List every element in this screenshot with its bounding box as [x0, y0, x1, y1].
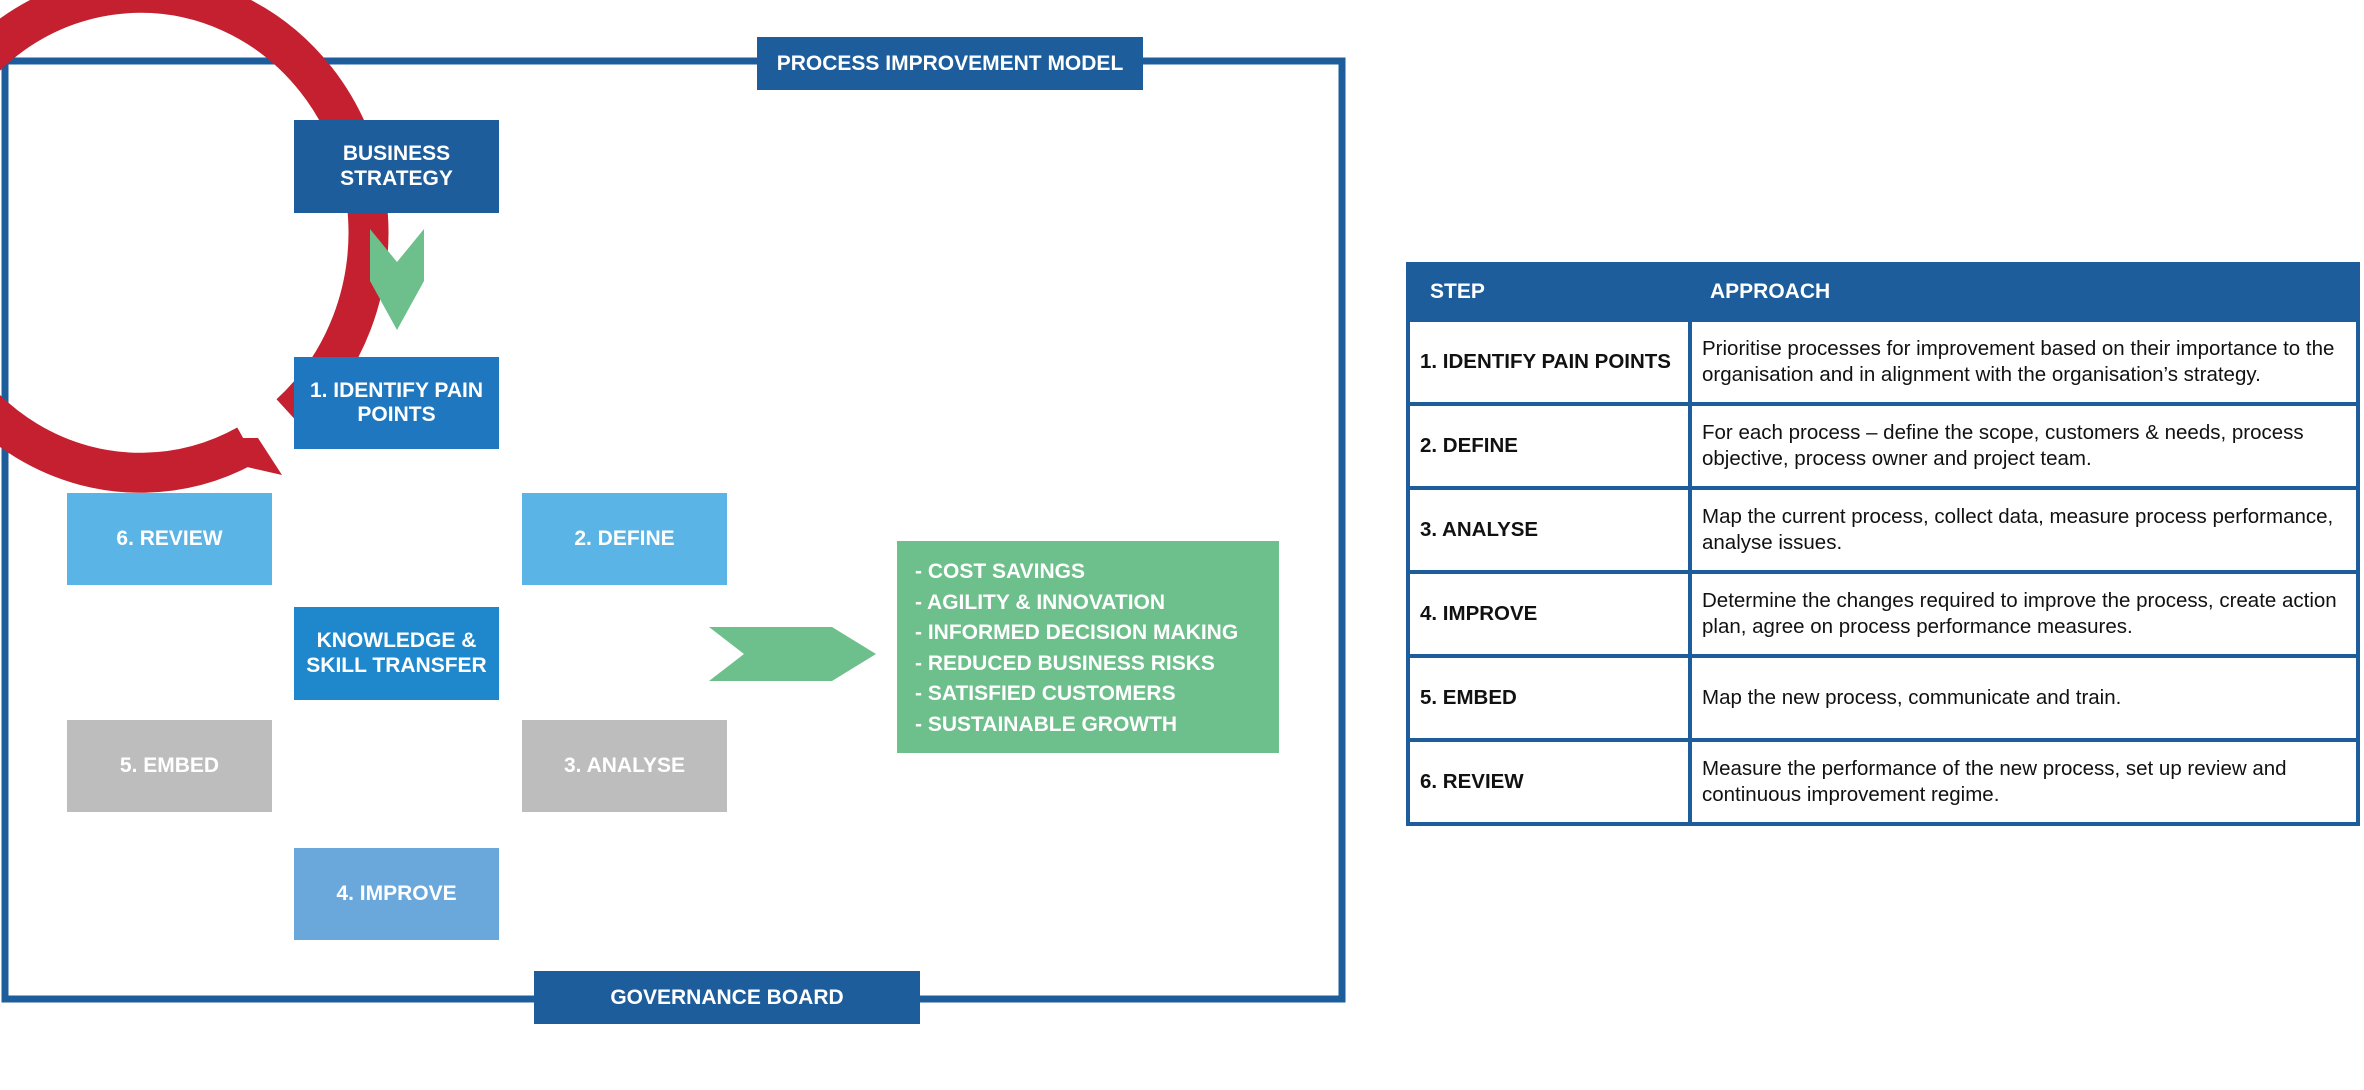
row-step: 3. ANALYSE	[1406, 486, 1692, 574]
step-analyse-box: 3. ANALYSE	[522, 720, 727, 812]
row-step: 5. EMBED	[1406, 654, 1692, 742]
benefit-item: - REDUCED BUSINESS RISKS	[915, 651, 1215, 675]
steps-table: STEP APPROACH 1. IDENTIFY PAIN POINTS Pr…	[1406, 262, 2360, 826]
row-step: 2. DEFINE	[1406, 402, 1692, 490]
header-approach: APPROACH	[1690, 264, 2358, 320]
table-row: 6. REVIEW Measure the performance of the…	[1406, 738, 2360, 826]
benefit-item: - SATISFIED CUSTOMERS	[915, 682, 1176, 705]
benefits-box: - COST SAVINGS - AGILITY & INNOVATION - …	[897, 541, 1279, 753]
header-step: STEP	[1408, 264, 1690, 320]
step-improve-box: 4. IMPROVE	[294, 848, 499, 940]
row-step: 1. IDENTIFY PAIN POINTS	[1406, 318, 1692, 406]
row-approach: Map the new process, communicate and tra…	[1688, 654, 2360, 742]
table-row: 1. IDENTIFY PAIN POINTS Prioritise proce…	[1406, 318, 2360, 406]
step-define-box: 2. DEFINE	[522, 493, 727, 585]
table-row: 2. DEFINE For each process – define the …	[1406, 402, 2360, 490]
row-step: 4. IMPROVE	[1406, 570, 1692, 658]
row-step: 6. REVIEW	[1406, 738, 1692, 826]
table-row: 3. ANALYSE Map the current process, coll…	[1406, 486, 2360, 574]
knowledge-transfer-box: KNOWLEDGE & SKILL TRANSFER	[294, 607, 499, 700]
row-approach: Measure the performance of the new proce…	[1688, 738, 2360, 826]
table-row: 4. IMPROVE Determine the changes require…	[1406, 570, 2360, 658]
step-embed-box: 5. EMBED	[67, 720, 272, 812]
business-strategy-box: BUSINESS STRATEGY	[294, 120, 499, 213]
right-chevron-icon	[709, 627, 876, 681]
row-approach: Map the current process, collect data, m…	[1688, 486, 2360, 574]
row-approach: Determine the changes required to improv…	[1688, 570, 2360, 658]
benefit-item: - SUSTAINABLE GROWTH	[915, 712, 1178, 736]
cycle-arrowhead	[225, 438, 282, 475]
row-approach: Prioritise processes for improvement bas…	[1688, 318, 2360, 406]
step-review-box: 6. REVIEW	[67, 493, 272, 585]
down-chevron-icon	[370, 229, 424, 330]
model-title: PROCESS IMPROVEMENT MODEL	[757, 37, 1143, 90]
benefit-item: - COST SAVINGS	[915, 560, 1085, 583]
table-header-row: STEP APPROACH	[1408, 264, 2358, 320]
benefit-item: - INFORMED DECISION MAKING	[915, 621, 1239, 644]
benefit-item: - AGILITY & INNOVATION	[915, 590, 1166, 614]
step-identify-box: 1. IDENTIFY PAIN POINTS	[294, 357, 499, 449]
table-row: 5. EMBED Map the new process, communicat…	[1406, 654, 2360, 742]
row-approach: For each process – define the scope, cus…	[1688, 402, 2360, 490]
governance-board: GOVERNANCE BOARD	[534, 971, 920, 1024]
